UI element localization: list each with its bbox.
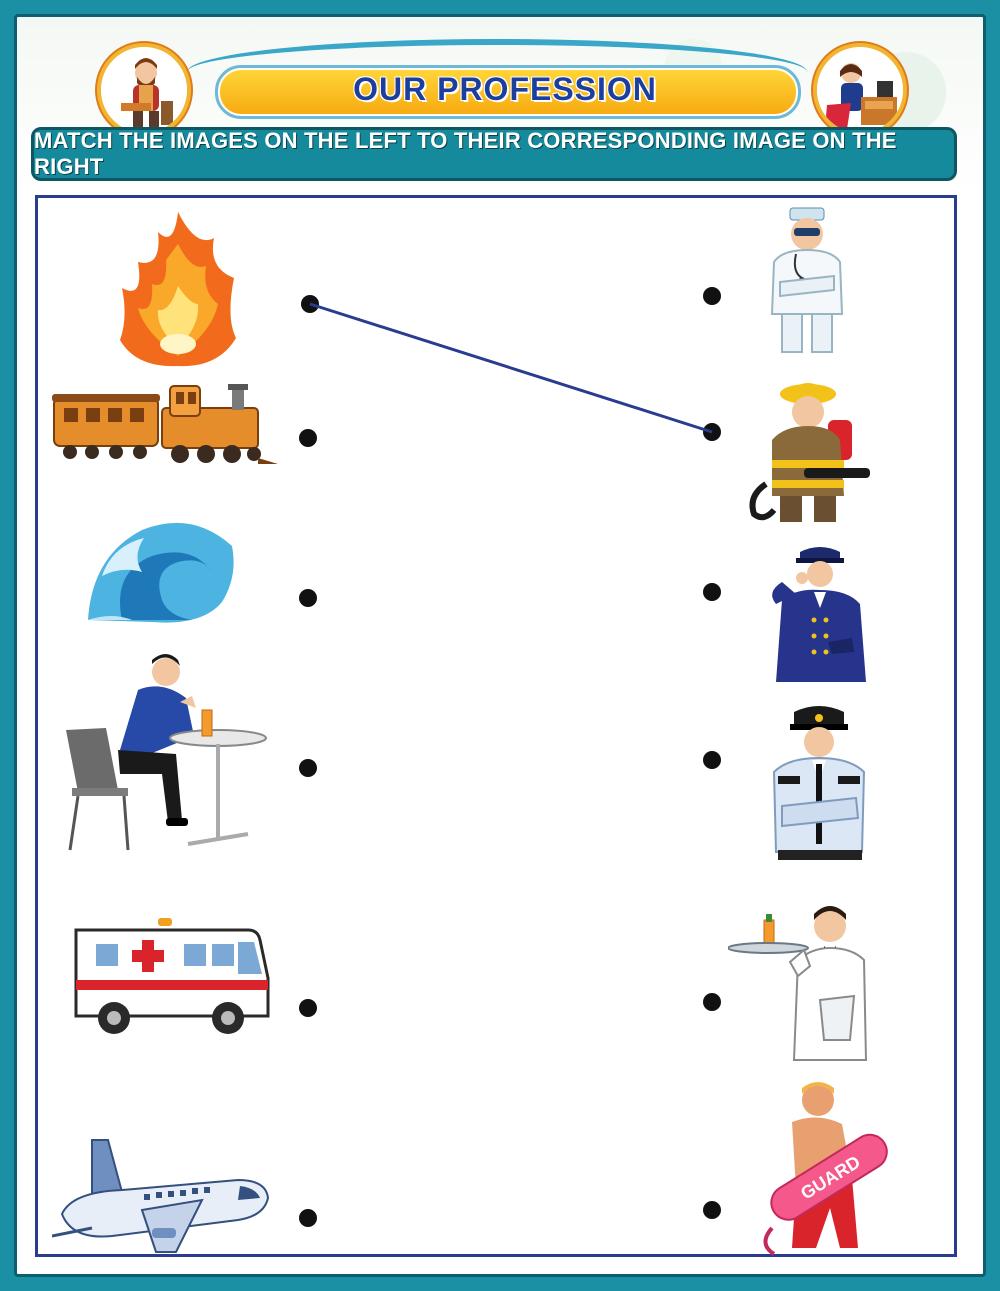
right-dot-lifeguard[interactable] bbox=[703, 1201, 721, 1219]
right-dot-doctor[interactable] bbox=[703, 287, 721, 305]
airplane-icon bbox=[51, 1136, 272, 1260]
doctor-icon bbox=[762, 206, 852, 360]
example-match-line bbox=[309, 302, 713, 434]
diner-icon bbox=[58, 650, 268, 864]
right-dot-train-conductor[interactable] bbox=[703, 583, 721, 601]
banner-arc bbox=[187, 39, 807, 105]
firefighter-icon bbox=[744, 376, 874, 530]
ambulance-icon bbox=[72, 918, 272, 1042]
left-dot-airplane[interactable] bbox=[299, 1209, 317, 1227]
left-dot-diner[interactable] bbox=[299, 759, 317, 777]
left-dot-wave[interactable] bbox=[299, 589, 317, 607]
left-dot-ambulance[interactable] bbox=[299, 999, 317, 1017]
right-dot-pilot[interactable] bbox=[703, 751, 721, 769]
instruction-text: MATCH THE IMAGES ON THE LEFT TO THEIR CO… bbox=[34, 128, 897, 179]
tailor-avatar-icon bbox=[97, 43, 191, 137]
right-dot-waiter[interactable] bbox=[703, 993, 721, 1011]
waiter-icon bbox=[727, 900, 878, 1074]
wave-icon bbox=[82, 516, 242, 630]
title-banner: OUR PROFESSION bbox=[97, 35, 907, 137]
train-conductor-icon bbox=[762, 542, 878, 696]
left-dot-train[interactable] bbox=[299, 429, 317, 447]
page-title: OUR PROFESSION bbox=[353, 70, 657, 107]
train-icon bbox=[50, 380, 280, 474]
instruction-bar: MATCH THE IMAGES ON THE LEFT TO THEIR CO… bbox=[31, 127, 957, 181]
title-pill bbox=[215, 65, 801, 119]
fire-icon bbox=[108, 208, 248, 372]
worksheet-frame: OUR PROFESSION MATCH THE IMAGES ON THE L… bbox=[14, 14, 986, 1277]
seamstress-avatar-icon bbox=[813, 43, 907, 137]
matching-board: GUARD bbox=[35, 195, 957, 1257]
pilot-icon bbox=[764, 702, 874, 876]
lifeguard-icon: GUARD bbox=[752, 1078, 892, 1262]
